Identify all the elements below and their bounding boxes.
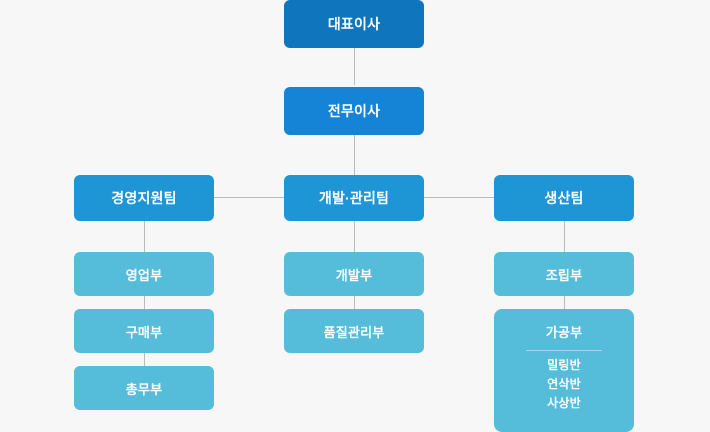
node-dept-general-affairs[interactable]: 총무부 [74, 366, 214, 410]
node-ceo[interactable]: 대표이사 [284, 0, 424, 48]
processing-sub-item-finishing: 사상반 [547, 396, 581, 410]
node-dept-purchasing[interactable]: 구매부 [74, 309, 214, 353]
node-dept-assembly[interactable]: 조립부 [494, 252, 634, 296]
connector-dev-to-quality [354, 296, 355, 309]
connector-ceo-to-executive [354, 48, 355, 85]
node-dept-sales-label: 영업부 [125, 267, 163, 283]
node-dept-general-affairs-label: 총무부 [125, 381, 163, 397]
node-executive-label: 전무이사 [327, 103, 381, 119]
node-team-development-management[interactable]: 개발·관리팀 [284, 175, 424, 221]
node-ceo-label: 대표이사 [327, 16, 381, 32]
node-team-development-management-label: 개발·관리팀 [318, 190, 390, 206]
connector-purchase-to-general [144, 353, 145, 366]
node-dept-purchasing-label: 구매부 [125, 324, 163, 340]
node-dept-development[interactable]: 개발부 [284, 252, 424, 296]
connector-executive-to-bus [354, 135, 355, 197]
connector-sales-to-purchase [144, 296, 145, 309]
connector-production-to-assembly [564, 221, 565, 252]
node-team-management-support-label: 경영지원팀 [111, 190, 177, 206]
processing-divider [526, 350, 602, 351]
node-dept-processing-label: 가공부 [545, 325, 583, 340]
node-team-production-label: 생산팀 [544, 190, 584, 206]
node-executive[interactable]: 전무이사 [284, 87, 424, 135]
node-dept-processing[interactable]: 가공부 밀링반 연삭반 사상반 [494, 309, 634, 432]
connector-assembly-to-processing [564, 296, 565, 309]
node-dept-quality-control-label: 품질관리부 [323, 324, 385, 340]
node-team-management-support[interactable]: 경영지원팀 [74, 175, 214, 221]
node-dept-quality-control[interactable]: 품질관리부 [284, 309, 424, 353]
processing-sub-item-grinding: 연삭반 [547, 377, 581, 391]
node-dept-development-label: 개발부 [335, 267, 373, 283]
node-team-production[interactable]: 생산팀 [494, 175, 634, 221]
connector-devteam-to-dev [354, 221, 355, 252]
processing-sub-list: 밀링반 연삭반 사상반 [547, 358, 581, 411]
node-dept-assembly-label: 조립부 [545, 267, 583, 283]
processing-sub-item-milling: 밀링반 [547, 358, 581, 372]
node-dept-sales[interactable]: 영업부 [74, 252, 214, 296]
connector-support-to-sales [144, 221, 145, 252]
